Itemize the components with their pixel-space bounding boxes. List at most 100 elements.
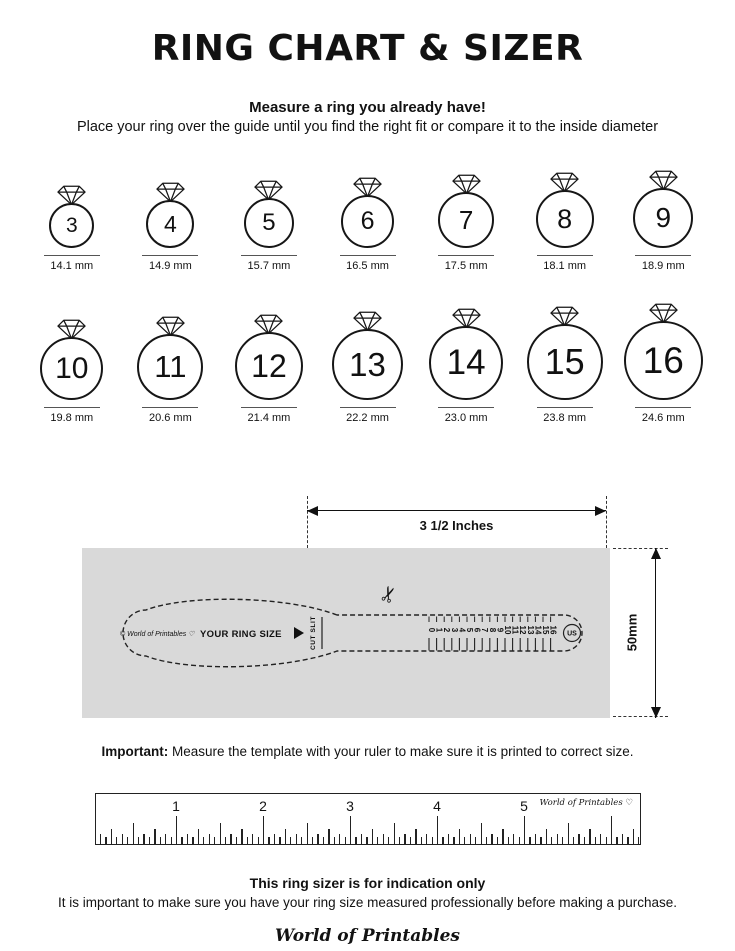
ruler-tick: [458, 829, 461, 844]
ruler-tick: [589, 829, 591, 844]
ring-size-item: 15 23.8 mm: [515, 305, 614, 424]
ruler-tick: [469, 834, 471, 844]
ruler-tick: [611, 816, 613, 844]
ruler-number: 1: [172, 798, 180, 814]
ruler-tick: [518, 837, 520, 844]
ring-icon: 9: [633, 169, 694, 248]
ruler-tick: [317, 834, 319, 844]
ruler-tick: [241, 829, 243, 844]
ruler-tick: [388, 837, 390, 844]
scale-number: 10: [503, 626, 512, 635]
ruler-tick: [197, 829, 200, 844]
ruler-tick: [420, 837, 422, 844]
us-badge-circle: [562, 623, 582, 643]
ruler-tick: [529, 837, 531, 844]
ruler-tick: [437, 816, 439, 844]
ruler-tick: [290, 837, 292, 844]
ruler-tick: [377, 837, 379, 844]
ring-icon: 14: [429, 307, 504, 400]
ruler-tick: [339, 834, 341, 844]
ring-diameter-label: 24.6 mm: [635, 407, 692, 424]
ruler-tick: [121, 834, 123, 844]
ruler-tick: [110, 829, 113, 844]
ruler-tick: [159, 837, 161, 844]
ruler-tick: [132, 823, 134, 844]
ring-size-number: 12: [251, 347, 287, 384]
sizer-outline: [122, 598, 583, 668]
ring-diameter-label: 23.0 mm: [438, 407, 495, 424]
ring-diameter-label: 20.6 mm: [142, 407, 199, 424]
ring-size-number: 15: [544, 341, 585, 382]
ruler-tick: [366, 837, 368, 844]
ruler-tick: [311, 837, 314, 844]
ruler-tick: [393, 823, 395, 844]
ring-diameter-label: 23.8 mm: [536, 407, 593, 424]
ruler-tick: [464, 837, 466, 844]
ruler-tick: [638, 837, 640, 844]
ruler-tick: [181, 837, 183, 844]
ring-size-item: 16 24.6 mm: [614, 302, 713, 424]
ring-size-number: 6: [360, 207, 375, 235]
scale-number: 12: [518, 626, 527, 635]
ring-diameter-label: 19.8 mm: [43, 407, 100, 424]
ring-size-item: 10 19.8 mm: [23, 318, 122, 424]
ring-diameter-label: 14.9 mm: [142, 255, 199, 272]
ruler-tick: [360, 834, 363, 844]
cut-slit-label: CUT SLIT: [310, 616, 317, 650]
ring-size-number: 14: [446, 343, 486, 382]
scale-number: 14: [533, 626, 542, 635]
us-badge-label: US: [567, 631, 577, 638]
ring-size-number: 5: [262, 209, 276, 236]
ring-icon: 12: [234, 313, 303, 400]
ring-diameter-label: 15.7 mm: [240, 255, 297, 272]
ring-size-number: 10: [55, 351, 89, 385]
ring-size-number: 8: [557, 203, 573, 234]
ruler-tick: [257, 837, 259, 844]
ruler-tick: [165, 834, 167, 844]
diamond-icon: [57, 185, 86, 206]
ruler-tick: [524, 816, 526, 844]
diamond-icon: [451, 174, 481, 195]
ruler-tick: [447, 834, 450, 844]
important-label: Important:: [101, 744, 169, 759]
ruler-tick: [252, 834, 254, 844]
ring-icon: 7: [438, 173, 495, 248]
ring-size-item: 14 23.0 mm: [417, 307, 516, 424]
ruler-tick: [246, 837, 248, 844]
ruler-tick: [556, 834, 558, 844]
sizer-cutout-area: © World of Printables ♡ YOUR RING SIZE C…: [82, 548, 610, 718]
ring-icon: 16: [623, 302, 703, 400]
dimension-guide-line: [613, 548, 668, 549]
diamond-icon: [550, 306, 579, 327]
ring-icon: 5: [243, 179, 294, 248]
ruler-number: 5: [520, 798, 528, 814]
ring-size-number: 16: [642, 339, 684, 381]
scale-number: 5: [465, 628, 474, 633]
ruler-tick: [263, 816, 265, 844]
scissors-icon: ✂: [376, 582, 404, 606]
scale-number: 16: [549, 626, 558, 635]
scale-number: 7: [480, 628, 489, 633]
ruler-tick: [344, 837, 346, 844]
ring-diameter-label: 18.9 mm: [635, 255, 692, 272]
ruler-tick: [545, 829, 548, 844]
ruler-tick: [219, 823, 221, 844]
diamond-icon: [649, 303, 678, 324]
ruler-tick: [583, 837, 586, 844]
ruler-tick: [208, 834, 210, 844]
ring-icon: 13: [332, 310, 404, 400]
ruler-tick: [415, 829, 417, 844]
ruler-tick: [398, 837, 401, 844]
ruler-tick: [404, 834, 406, 844]
diamond-icon: [451, 308, 481, 329]
scale-number: 0: [427, 628, 436, 633]
ruler-tick: [491, 834, 493, 844]
ring-size-number: 4: [163, 210, 177, 237]
